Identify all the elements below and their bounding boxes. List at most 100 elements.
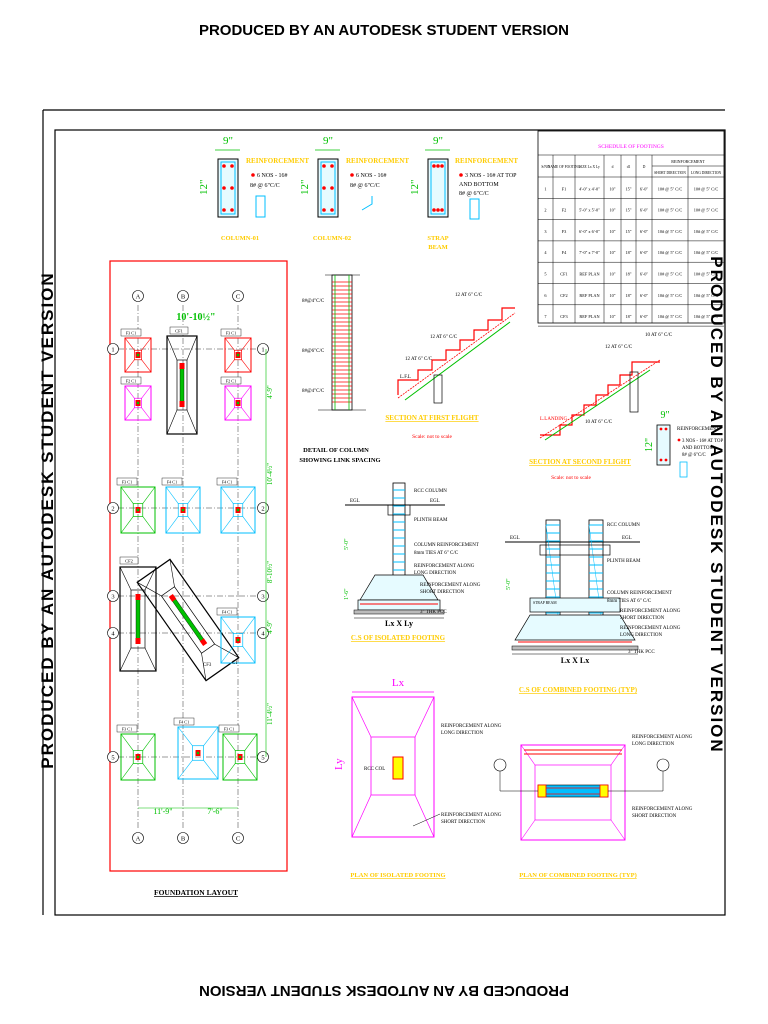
foundation-layout-caption: FOUNDATION LAYOUT [154,888,238,897]
schedule-cell: 18" [625,250,631,255]
grid-row-label: 3 [261,594,264,601]
grid-col-label: B [181,836,186,843]
stair1-label-2: 12 AT 6" C/C [430,335,458,340]
schedule-cell: CF1 [560,272,567,277]
schedule-cell: 10# @ 5" C/C [694,272,719,277]
grid-row-label: 4 [111,631,115,638]
combined-footing-cf2: CF2 [119,556,157,672]
footing: F3 C1 [220,328,252,373]
schedule-cell: 6'-0" [640,186,649,191]
grid-col-label: C [236,836,240,843]
layout-dimensions: 4'-9"10'-4½"8'-10½"4'-9"11'-4½"11'-9"7'-… [138,349,274,816]
grid-row-label: 3 [111,594,114,601]
footing-tag: F4 C1 [222,609,232,614]
strap-beam-bars: 3 NOS - 16# AT TOP [465,173,517,179]
isolated-footing-plan: Lx Ly RCC COL REINFORCEMENT ALONG LONG D… [333,677,502,879]
strap-beam-caption-2: BEAM [428,244,448,251]
column-2-caption: COLUMN-02 [313,235,351,242]
schedule-cell: F3 [562,229,567,234]
schedule-cell: REF PLAN [579,293,599,298]
combined-footing-cf1: CF1 [166,326,198,435]
iso-plan-dim-x: Lx [392,677,405,689]
column-section-2: 9" 12" REINFORCEMENT 6 NOS - 16# 8# @ 6"… [299,135,409,242]
comb-label-plinth: PLINTH BEAM [607,559,641,564]
schedule-cell: 10" [609,293,615,298]
footing-tag: C1 [232,661,238,666]
comb-plan-caption: PLAN OF COMBINED FOOTING (TYP) [519,872,636,879]
footing-tag: F3 C1 [224,726,234,731]
comb-label-ties: 8mm TIES AT 6" C/C [607,599,652,604]
stair2-scale: Scale: not to scale [551,475,591,481]
schedule-cell: 18" [625,272,631,277]
detail-column-caption: DETAIL OF COLUMN [303,447,369,454]
stair2-label-2: 10 AT 6" C/C [645,333,673,338]
comb-label-egl-1: EGL [510,536,520,541]
schedule-cell: CF2 [560,293,567,298]
schedule-cell: 18" [625,293,631,298]
column-1-bars: 6 NOS - 16# [257,173,288,179]
stair2-label-4: L.LANDING [540,417,567,422]
comb-dim-depth: 5'-0" [506,578,512,590]
schedule-head-cell: SIZE Lx X Ly [579,165,600,169]
stair2-caption: SECTION AT SECOND FLIGHT [529,458,631,466]
comb-label-short-2: SHORT DIRECTION [620,616,665,621]
layout-dim-right: 10'-4½" [266,463,274,485]
schedule-cell: 6'-0" [640,250,649,255]
footing-tag: CF2 [125,559,133,564]
footing: F3 C1 [120,328,152,373]
column-2-height-dim: 12" [299,180,311,196]
footing: F4 C1 [216,607,256,664]
strap-beam-small-section: 9" 12" REINFORCEMENT 3 NOS - 16# AT TOP … [644,410,724,478]
footing-tag: F3 C1 [126,330,136,335]
stair1-label-4: L.F.L [400,375,411,380]
schedule-cell: 10" [609,186,615,191]
iso-plan-long-2: LONG DIRECTION [441,731,483,736]
schedule-head-cell: d [612,165,614,169]
stair1-scale: Scale: not to scale [412,434,452,440]
column-2-width-dim: 9" [323,135,333,147]
schedule-cell: 10# @ 5" C/C [694,186,719,191]
schedule-cell: 1 [544,186,546,191]
layout-dim-right: 4'-9" [266,620,274,634]
grid-col-label: A [136,836,141,843]
iso-label-plinth: PLINTH BEAM [414,518,448,523]
schedule-cell: 2 [544,208,546,213]
iso-plan-short-1: REINFORCEMENT ALONG [441,813,502,818]
strap-beam-reinf-title: REINFORCEMENT [455,157,518,165]
comb-label-long-1: REINFORCEMENT ALONG [620,626,681,631]
iso-label-short-2: SHORT DIRECTION [420,590,465,595]
schedule-cell: REF PLAN [579,272,599,277]
schedule-cell: 15" [625,229,631,234]
footing: F2 C1 [220,376,252,421]
schedule-cell: 6'-0" [640,293,649,298]
footing-tag: CF3 [203,663,212,668]
footing: F3 C1 [218,724,258,781]
strap-beam-section: 9" 12" REINFORCEMENT 3 NOS - 16# AT TOP … [409,135,518,251]
schedule-cell: 10# @ 5" C/C [694,250,719,255]
schedule-cell: 10# @ 5" C/C [658,208,683,213]
schedule-cell: 10# @ 5" C/C [694,208,719,213]
schedule-cell: F2 [562,208,567,213]
stair1-label-1: 12 AT 6" C/C [455,293,483,298]
schedule-cell: 10# @ 5" C/C [658,272,683,277]
schedule-cell: 10# @ 5" C/C [658,229,683,234]
footing-tag: F2 C1 [126,378,136,383]
footing: F4 C1 [173,717,219,780]
strap-beam-bars-2: AND BOTTOM [459,182,499,188]
iso-plan-dim-y: Ly [333,758,345,770]
layout-frame [109,260,288,872]
detail-column-caption-2: SHOWING LINK SPACING [299,457,380,464]
comb-label-short-1: REINFORCEMENT ALONG [620,609,681,614]
iso-label-pcc: 3" THK PCC [420,610,447,615]
iso-label-rcc-column: RCC COLUMN [414,489,447,494]
watermark-top: PRODUCED BY AN AUTODESK STUDENT VERSION [198,22,570,39]
footing-tag: F3 C1 [122,726,132,731]
layout-dim-right: 4'-9" [266,385,274,399]
strap-small-bars-2: AND BOTTOM [682,446,714,451]
layout-dim-bottom: 7'-6" [207,807,222,816]
schedule-reinf-head: REINFORCEMENT [671,159,705,164]
column-2-bars: 6 NOS - 16# [356,173,387,179]
grid-row-label: 5 [111,755,114,762]
column-1-ties: 8# @ 6"C/C [250,183,280,189]
